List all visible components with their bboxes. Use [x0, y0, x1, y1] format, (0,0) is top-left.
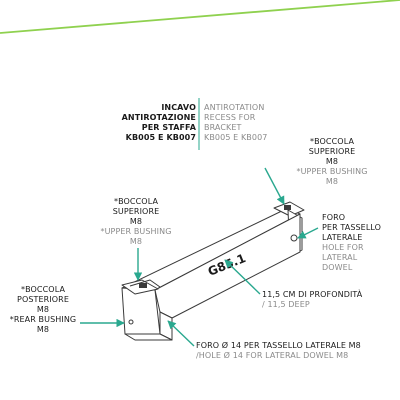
- text-line: LATERALE: [322, 233, 363, 242]
- text-line: M8: [36, 325, 50, 334]
- antirotation-label-it: INCAVO ANTIROTAZIONE PER STAFFA KB005 E …: [108, 103, 196, 143]
- text-line: KB005 E KB007: [125, 133, 196, 142]
- text-line: M8: [129, 237, 143, 246]
- text-line: PER STAFFA: [141, 123, 196, 132]
- text-line: *BOCCOLA: [113, 197, 159, 206]
- accent-line: [0, 0, 400, 34]
- text-line: SUPERIORE: [308, 147, 356, 156]
- text-line: *BOCCOLA: [20, 285, 66, 294]
- text-line: *REAR BUSHING: [9, 315, 77, 324]
- text-line: M8: [129, 217, 143, 226]
- side-hole-label: FORO Ø 14 PER TASSELLO LATERALE M8 /HOLE…: [196, 341, 396, 361]
- text-line: 11,5 CM DI PROFONDITÀ: [262, 290, 363, 299]
- text-line: *BOCCOLA: [309, 137, 355, 146]
- text-line: KB005 E KB007: [204, 133, 268, 142]
- text-line: LATERAL: [322, 253, 358, 262]
- text-line: SUPERIORE: [112, 207, 160, 216]
- top-recess-right: [284, 205, 291, 210]
- top-recess-left: [139, 283, 147, 288]
- text-line: PER TASSELLO: [322, 223, 382, 232]
- rear-bushing-label: *BOCCOLA POSTERIORE M8 *REAR BUSHING M8: [2, 285, 84, 335]
- text-line: M8: [36, 305, 50, 314]
- text-line: ANTIROTATION: [204, 103, 265, 112]
- text-line: BRACKET: [204, 123, 242, 132]
- text-line: RECESS FOR: [204, 113, 256, 122]
- text-line: HOLE FOR: [322, 243, 364, 252]
- text-line: INCAVO: [161, 103, 196, 112]
- depth-label: 11,5 CM DI PROFONDITÀ / 11,5 DEEP: [262, 290, 398, 310]
- text-line: / 11,5 DEEP: [262, 300, 310, 309]
- text-line: *UPPER BUSHING: [296, 167, 368, 176]
- text-line: DOWEL: [322, 263, 353, 272]
- text-line: FORO Ø 14 PER TASSELLO LATERALE M8: [196, 341, 361, 350]
- text-line: /HOLE Ø 14 FOR LATERAL DOWEL M8: [196, 351, 349, 360]
- pointer-arrows: [80, 167, 319, 347]
- text-line: ANTIROTAZIONE: [121, 113, 196, 122]
- text-line: M8: [325, 157, 339, 166]
- text-line: M8: [325, 177, 339, 186]
- upper-bushing-left-label: *BOCCOLA SUPERIORE M8 *UPPER BUSHING M8: [88, 197, 184, 247]
- rear-bushing-hole: [128, 319, 134, 325]
- text-line: *UPPER BUSHING: [100, 227, 172, 236]
- text-line: POSTERIORE: [17, 295, 69, 304]
- text-line: FORO: [322, 213, 346, 222]
- lateral-hole-label: FORO PER TASSELLO LATERALE HOLE FOR LATE…: [322, 213, 398, 273]
- upper-bushing-right-label: *BOCCOLA SUPERIORE M8 *UPPER BUSHING M8: [282, 137, 382, 187]
- antirotation-label-en: ANTIROTATION RECESS FOR BRACKET KB005 E …: [204, 103, 294, 143]
- side-dowel-hole: [290, 234, 298, 242]
